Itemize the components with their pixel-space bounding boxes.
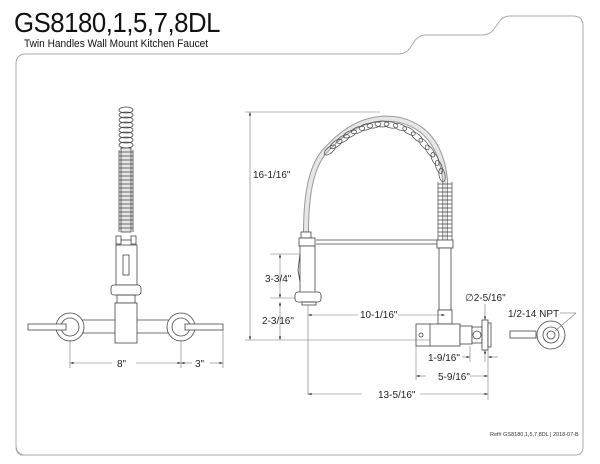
spring-coil-small [118,150,134,232]
page-subtitle: Twin Handles Wall Mount Kitchen Faucet [24,38,209,50]
page-title: GS8180,1,5,7,8DL [14,7,221,38]
drawing-frame [15,15,584,456]
dim-overall-height: 16-1/16" [253,170,291,181]
dim-handle-length: 3" [195,359,205,370]
dim-center-spacing: 8" [117,359,127,370]
spring-coil-top [118,106,134,149]
dim-flange-to-body: 1-9/16" [428,353,460,364]
front-view [27,106,224,344]
dim-thread: 1/2-14 NPT [508,309,559,320]
spring-coil-arc [323,120,453,240]
front-view-dimensions [69,330,224,368]
side-view [294,115,492,351]
dim-sprayer-height: 3-3/4" [265,274,292,285]
dim-body-depth: 5-9/16" [438,372,470,383]
side-view-dimensions [245,111,498,400]
dim-sprayer-clearance: 2-3/16" [262,316,294,327]
dim-overall-reach: 13-5/16" [378,390,416,401]
dim-spout-reach: 10-1/16" [360,310,398,321]
reference-number: Ref# GS8180,1,5,7,8DL | 2018-07-B [490,432,579,438]
inlet-view [509,312,577,350]
dim-flange-diameter: ∅2-5/16" [465,293,506,304]
